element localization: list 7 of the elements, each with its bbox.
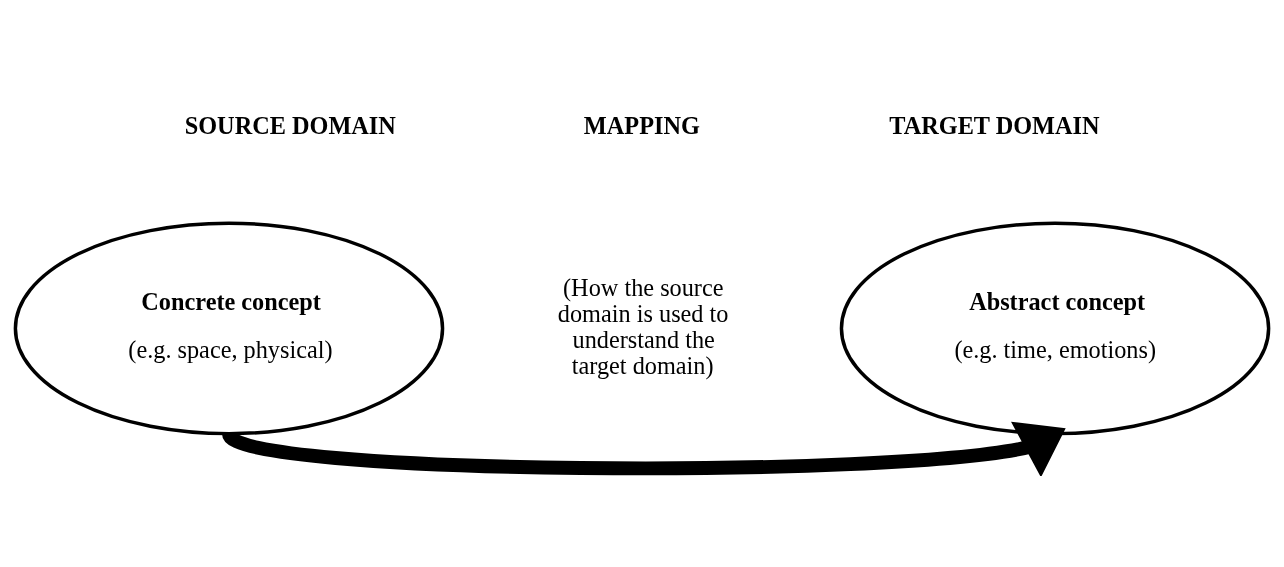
- node-label: TARGET DOMAIN: [889, 111, 1100, 139]
- label: (How the source domain is used to understand the target domain): [557, 273, 729, 379]
- node-label: SOURCE DOMAIN: [184, 111, 396, 139]
- node-ellipse: Abstract concept (e.g. time, emotions): [839, 221, 1271, 436]
- label: MAPPING: [583, 111, 700, 139]
- node-ellipse: Concrete concept (e.g. space, physical): [13, 221, 445, 436]
- arrow: [224, 421, 1066, 476]
